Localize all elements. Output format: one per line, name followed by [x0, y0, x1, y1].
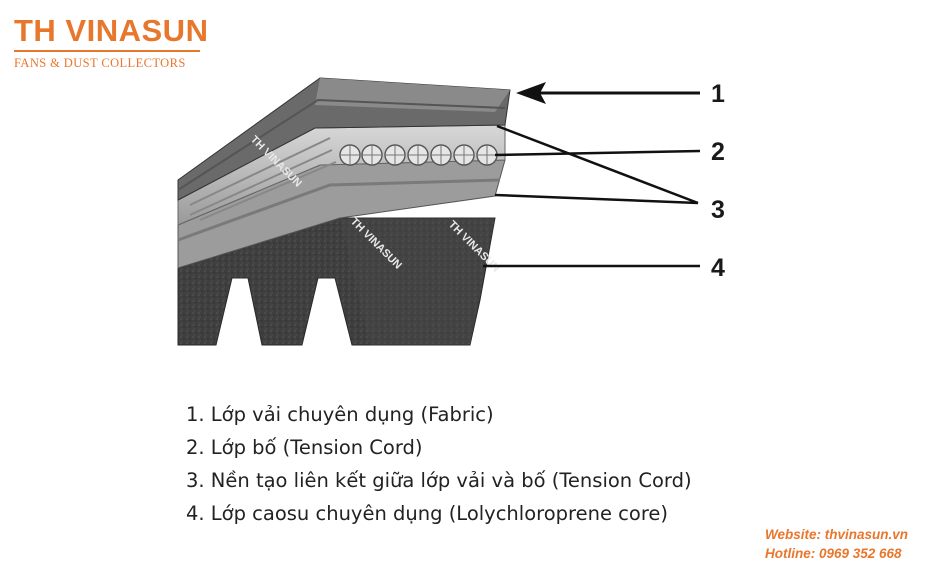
- legend-item-3: 3. Nền tạo liên kết giữa lớp vải và bố (…: [186, 469, 692, 492]
- legend-item-2: 2. Lớp bố (Tension Cord): [186, 436, 423, 459]
- layer-1-fabric: [177, 77, 511, 201]
- brand-tagline: FANS & DUST COLLECTORS: [14, 50, 200, 71]
- brand-name: TH VINASUN: [14, 13, 209, 48]
- website-text: Website: thvinasun.vn: [764, 527, 908, 542]
- leader-line-3: [494, 124, 699, 205]
- legend-item-1: 1. Lớp vải chuyên dụng (Fabric): [186, 403, 494, 426]
- callout-1: 1: [711, 80, 725, 108]
- callout-2: 2: [711, 138, 725, 166]
- callout-4: 4: [711, 254, 725, 282]
- hotline-text: Hotline: 0969 352 668: [764, 546, 902, 561]
- leader-line-1: [516, 82, 700, 104]
- leader-line-2: [494, 149, 701, 157]
- brand-logo: TH VINASUN FANS & DUST COLLECTORS: [14, 14, 208, 71]
- layer-4-rubber-core: [177, 217, 496, 346]
- contact-info: Website: thvinasun.vn Hotline: 0969 352 …: [765, 525, 908, 563]
- layer-legend: 1. Lớp vải chuyên dụng (Fabric) 2. Lớp b…: [186, 398, 692, 530]
- callout-3: 3: [711, 196, 725, 224]
- legend-item-4: 4. Lớp caosu chuyên dụng (Lolychloropren…: [186, 502, 669, 525]
